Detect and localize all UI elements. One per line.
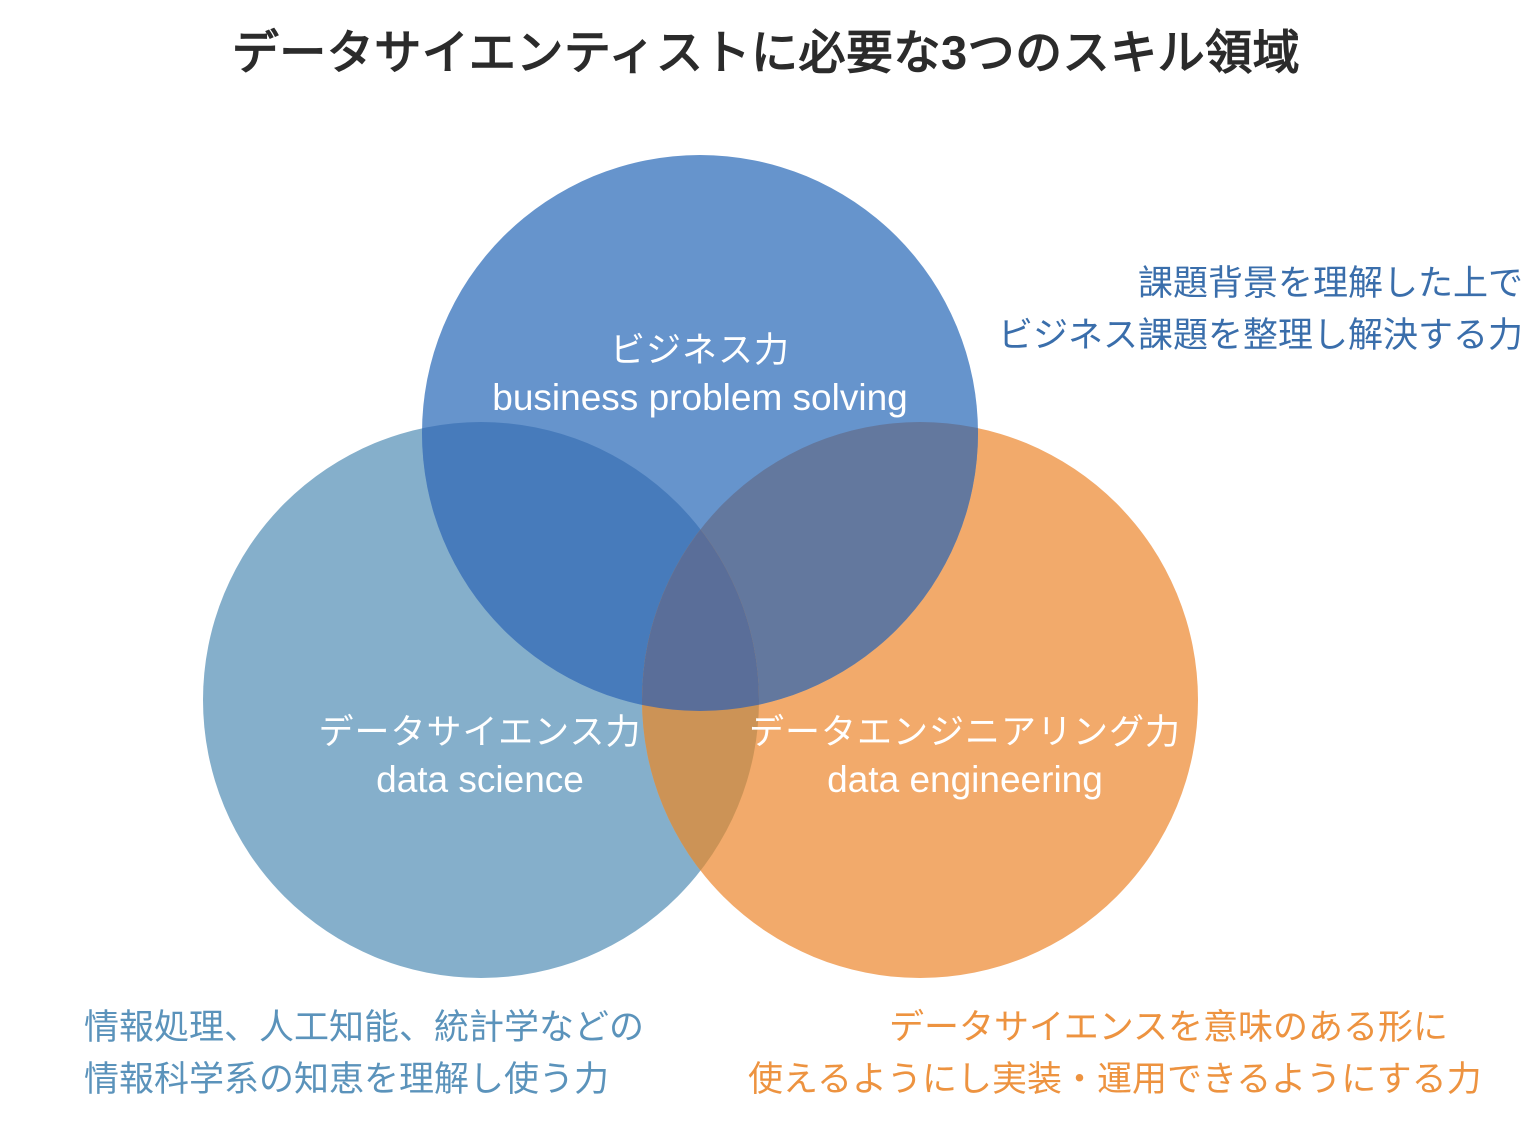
annotation-business-line1: 課題背景を理解した上で <box>1137 264 1523 303</box>
circle-label-business-en: business problem solving <box>492 376 908 418</box>
page-title: データサイエンティストに必要な3つのスキル領域 <box>231 26 1301 79</box>
circle-label-data-science-jp: データサイエンス力 <box>318 713 642 752</box>
annotation-data-science-line2: 情報科学系の知恵を理解し使う力 <box>84 1059 610 1099</box>
annotation-business: 課題背景を理解した上で ビジネス課題を整理し解決する力 <box>963 258 1523 362</box>
annotation-data-engineering-line2: 使えるようにし実装・運用できるようにする力 <box>748 1059 1482 1099</box>
circle-label-business-jp: ビジネス力 <box>609 331 790 370</box>
annotation-data-engineering: データサイエンスを意味のある形に 使えるようにし実装・運用できるようにする力 <box>748 1002 1482 1106</box>
annotation-business-line2: ビジネス課題を整理し解決する力 <box>997 315 1523 355</box>
annotation-data-science-line1: 情報処理、人工知能、統計学などの <box>84 1008 645 1047</box>
circle-label-data-science-en: data science <box>376 758 584 800</box>
circle-label-data-engineering-en: data engineering <box>827 758 1103 800</box>
circle-label-business: ビジネス力 business problem solving <box>400 330 1000 420</box>
circle-label-data-engineering: データエンジニアリング力 data engineering <box>650 712 1280 802</box>
annotation-data-engineering-line1: データサイエンスを意味のある形に <box>889 1008 1448 1047</box>
circle-label-data-engineering-jp: データエンジニアリング力 <box>748 713 1181 752</box>
annotation-data-science: 情報処理、人工知能、統計学などの 情報科学系の知恵を理解し使う力 <box>84 1002 684 1106</box>
circle-label-data-science: データサイエンス力 data science <box>190 712 770 802</box>
